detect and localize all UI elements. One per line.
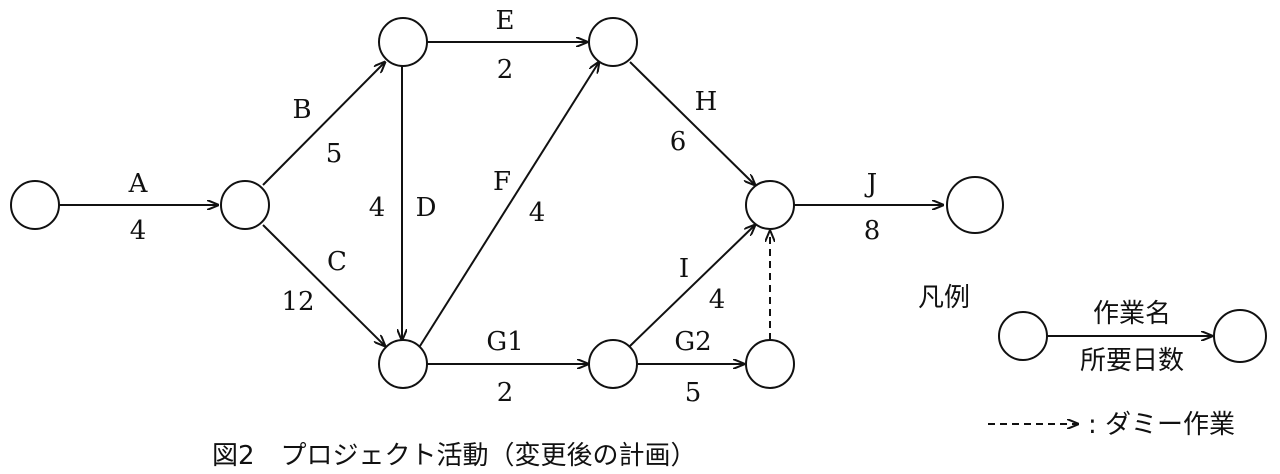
activity-days-J: 8	[864, 216, 881, 246]
legend: 凡例 作業名 所要日数 : ダミー作業	[918, 283, 1267, 440]
node-2	[220, 180, 270, 230]
legend-node-end	[1213, 309, 1267, 363]
legend-days-label: 所要日数	[1080, 346, 1184, 376]
activity-name-F: F	[493, 167, 511, 197]
activity-name-E: E	[496, 6, 515, 36]
activity-days-G2: 5	[685, 378, 702, 408]
activity-name-H: H	[695, 87, 718, 117]
activity-days-H: 6	[670, 127, 687, 157]
activity-days-B: 5	[326, 139, 343, 169]
node-8	[745, 180, 795, 230]
activity-days-G1: 2	[497, 378, 514, 408]
node-9	[946, 176, 1004, 234]
legend-node-start	[998, 311, 1048, 361]
activity-name-B: B	[292, 95, 311, 125]
edge-F	[419, 62, 599, 347]
activity-name-D: D	[416, 193, 437, 223]
activity-name-C: C	[327, 247, 347, 277]
edge-C	[262, 224, 385, 346]
edge-B	[262, 62, 385, 186]
legend-dummy-label: : ダミー作業	[1088, 410, 1235, 440]
figure-caption: 図2 プロジェクト活動（変更後の計画）	[212, 441, 697, 471]
activity-name-I: I	[679, 254, 689, 284]
activity-name-A: A	[128, 169, 149, 199]
activity-name-G1: G1	[486, 327, 523, 357]
activity-days-A: 4	[130, 216, 147, 246]
node-1	[10, 180, 60, 230]
legend-name-label: 作業名	[1093, 299, 1171, 329]
node-7	[745, 339, 795, 389]
node-4	[588, 17, 638, 67]
edge-I	[629, 225, 755, 347]
activity-days-F: 4	[529, 198, 546, 228]
activity-name-G2: G2	[674, 327, 711, 357]
activity-days-I: 4	[709, 285, 726, 315]
activity-days-C: 12	[281, 287, 314, 317]
activity-name-J: J	[864, 169, 877, 199]
legend-title: 凡例	[918, 283, 970, 313]
node-6	[588, 339, 638, 389]
edge-H	[629, 61, 755, 185]
node-3	[378, 17, 428, 67]
node-5	[378, 339, 428, 389]
activity-days-D: 4	[369, 193, 386, 223]
activity-days-E: 2	[497, 55, 514, 85]
